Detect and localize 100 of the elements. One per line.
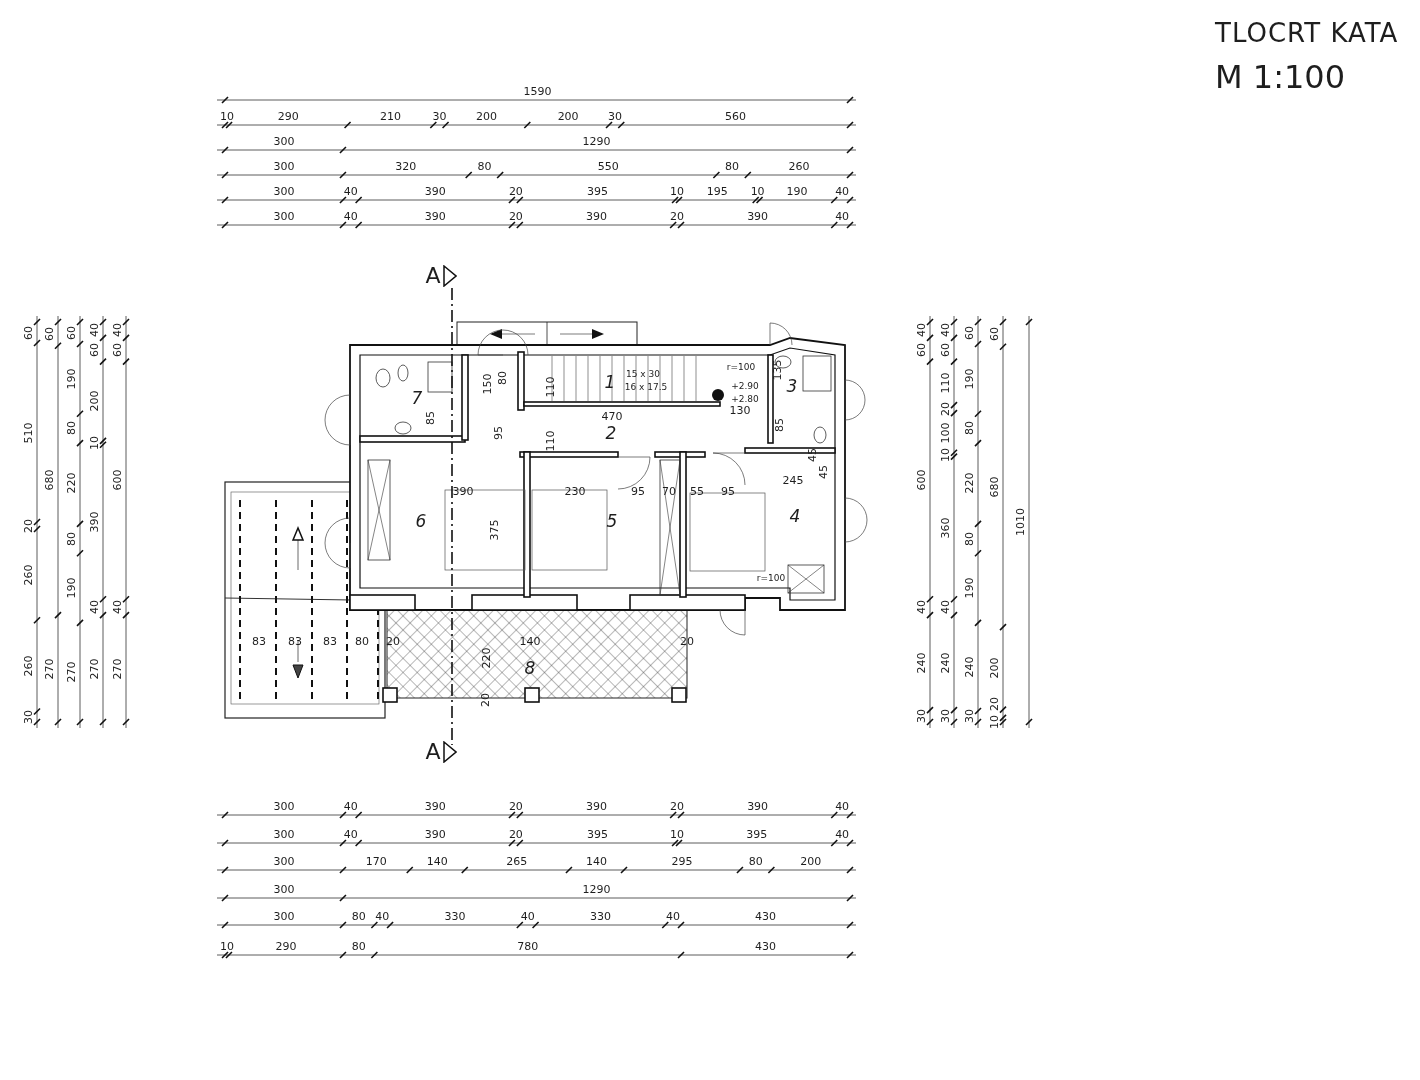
dimension-label: 40 <box>343 185 358 197</box>
dimension-label: 390 <box>452 485 474 497</box>
annotation-text: +2.90 <box>731 381 759 391</box>
room-number: 5 <box>606 512 618 530</box>
dimension-label: 600 <box>111 469 123 491</box>
dimension-label: 60 <box>111 342 123 357</box>
dimension-label: 430 <box>755 910 776 922</box>
dimension-label: 85 <box>424 411 436 425</box>
room-number: 2 <box>605 424 617 442</box>
dimension-label: 100 <box>939 422 951 444</box>
dimension-label: 40 <box>343 800 358 812</box>
dimension-label: 30 <box>22 709 34 724</box>
dimension-label: 190 <box>65 577 77 599</box>
dimension-label: 10 <box>939 447 951 462</box>
dimension-label: 300 <box>273 828 295 840</box>
dimension-label: 395 <box>586 185 608 197</box>
section-label: A <box>425 741 441 763</box>
dimension-label: 20 <box>508 828 523 840</box>
dimension-label: 680 <box>43 469 55 491</box>
room-number: 1 <box>604 373 616 391</box>
dimension-label: 30 <box>939 709 951 724</box>
dimension-label: 300 <box>273 910 295 922</box>
dimension-label: 85 <box>773 418 785 432</box>
dimension-label: 220 <box>963 472 975 494</box>
dimension-label: 80 <box>351 910 366 922</box>
dimension-label: 80 <box>725 160 740 172</box>
room-number: 4 <box>789 507 801 525</box>
room-number: 7 <box>411 389 423 407</box>
dimension-label: 270 <box>65 661 77 683</box>
dimension-label: 1590 <box>523 85 552 97</box>
dimension-label: 110 <box>544 376 556 398</box>
dimension-label: 190 <box>65 368 77 390</box>
dimension-label: 300 <box>273 210 295 222</box>
dimension-label: 60 <box>65 326 77 340</box>
dimension-label: 390 <box>585 800 607 812</box>
dimension-label: 140 <box>519 635 541 647</box>
dimension-label: 10 <box>750 185 765 197</box>
dimension-label: 80 <box>496 371 508 385</box>
dimension-label: 83 <box>323 635 337 647</box>
dimension-label: 60 <box>915 342 927 357</box>
dimension-label: 170 <box>365 855 387 867</box>
dimension-label: 200 <box>800 855 822 867</box>
dimension-label: 30 <box>432 110 447 122</box>
dimension-label: 80 <box>65 421 77 436</box>
dimension-label: 20 <box>939 402 951 417</box>
dimension-label: 260 <box>788 160 810 172</box>
dimension-label: 300 <box>273 160 295 172</box>
dimension-label: 780 <box>517 940 539 952</box>
dimension-label: 95 <box>631 485 645 497</box>
dimension-label: 10 <box>988 715 1000 729</box>
annotation-text: 15 x 30 <box>626 369 660 379</box>
dimension-label: 45 <box>817 465 829 479</box>
dimension-label: 190 <box>963 368 975 390</box>
dimension-label: 40 <box>915 600 927 615</box>
dimension-label: 40 <box>835 800 850 812</box>
dimension-label: 60 <box>963 326 975 340</box>
drawing-title: TLOCRT KATA <box>1215 18 1399 48</box>
dimension-label: 260 <box>22 564 34 586</box>
dimension-label: 320 <box>395 160 417 172</box>
dimension-label: 390 <box>424 210 446 222</box>
dimension-label: 20 <box>680 635 694 647</box>
dimension-label: 40 <box>835 210 850 222</box>
dimension-label: 270 <box>88 658 100 680</box>
dimension-label: 510 <box>22 422 34 443</box>
dimension-label: 135 <box>771 359 783 381</box>
dimension-label: 40 <box>343 210 358 222</box>
dimension-label: 80 <box>351 940 366 952</box>
dimension-label: 20 <box>508 210 523 222</box>
dimension-label: 60 <box>43 326 55 341</box>
dimension-label: 200 <box>988 657 1000 679</box>
dimension-label: 220 <box>65 472 77 494</box>
dimension-label: 10 <box>219 940 234 952</box>
dimension-label: 390 <box>424 800 446 812</box>
dimension-label: 60 <box>22 325 34 340</box>
dimension-label: 390 <box>424 185 446 197</box>
dimension-label: 220 <box>480 647 492 669</box>
dimension-label: 600 <box>915 469 927 491</box>
dimension-label: 360 <box>939 517 951 539</box>
dimension-label: 130 <box>729 404 751 416</box>
dimension-label: 430 <box>755 940 776 952</box>
dimension-label: 95 <box>492 426 504 440</box>
dimension-label: 20 <box>670 800 685 812</box>
room-number: 8 <box>524 659 536 677</box>
dimension-label: 40 <box>915 322 927 337</box>
dimension-label: 195 <box>706 185 728 197</box>
scale-label: M 1:100 <box>1215 58 1345 96</box>
dimension-label: 20 <box>508 800 523 812</box>
dimension-label: 390 <box>747 800 769 812</box>
dimension-label: 80 <box>65 531 77 546</box>
dimension-label: 60 <box>88 342 100 357</box>
dimension-label: 83 <box>288 635 302 647</box>
dimension-label: 300 <box>273 800 295 812</box>
dimension-label: 20 <box>988 697 1000 711</box>
dimension-label: 95 <box>721 485 735 497</box>
dimension-label: 40 <box>88 600 100 615</box>
dimension-label: 1010 <box>1014 508 1026 536</box>
room-number: 6 <box>415 512 427 530</box>
dimension-label: 550 <box>597 160 619 172</box>
dimension-label: 70 <box>662 485 676 497</box>
dimension-label: 110 <box>544 430 556 452</box>
